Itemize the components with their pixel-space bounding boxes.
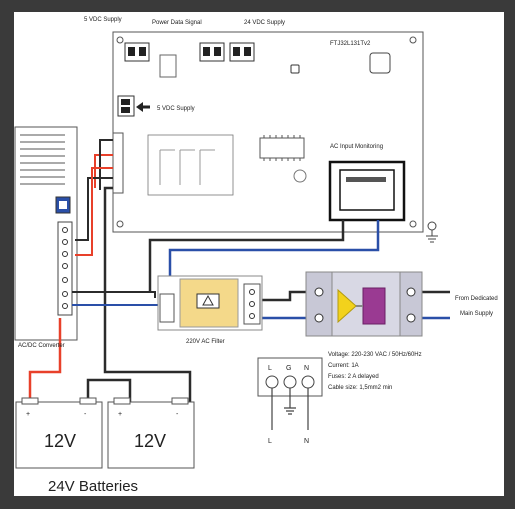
- spec-cable: Cable size: 1,5mm2 min: [328, 385, 392, 391]
- batteries: [15, 397, 195, 469]
- label-power-data-signal: Power Data Signal: [152, 20, 202, 26]
- bottom-l: L: [268, 438, 272, 445]
- plug-socket-icon: [257, 357, 323, 430]
- ac-filter: [157, 275, 263, 331]
- battery-left: [15, 401, 103, 469]
- battery-right-minus: -: [176, 411, 179, 418]
- label-24vdc-top: 24 VDC Supply: [244, 20, 285, 26]
- battery-left-voltage: 12V: [44, 431, 76, 451]
- battery-right-plus: +: [118, 411, 122, 418]
- battery-left-minus: -: [84, 411, 87, 418]
- label-main-supply: Main Supply: [460, 311, 493, 317]
- label-ac-dc-converter: AC/DC Converter: [18, 343, 65, 349]
- fuse-block: [305, 271, 423, 337]
- spec-voltage: Voltage: 220-230 VAC / 50Hz/60Hz: [328, 352, 422, 358]
- label-5vdc-top: 5 VDC Supply: [84, 17, 122, 23]
- battery-right-voltage: 12V: [134, 431, 166, 451]
- battery-left-plus: +: [26, 411, 30, 418]
- bottom-n: N: [304, 438, 309, 445]
- socket-n: N: [304, 365, 309, 372]
- label-from-dedicated: From Dedicated: [455, 296, 498, 302]
- spec-current: Current: 1A: [328, 363, 359, 369]
- label-ac-input-monitoring: AC Input Monitoring: [330, 144, 383, 150]
- batteries-title: 24V Batteries: [48, 478, 138, 495]
- board-id: FTJ32L131Tv2: [330, 41, 371, 47]
- battery-right: [107, 401, 195, 469]
- label-5vdc-side: 5 VDC Supply: [157, 106, 195, 112]
- wires: [28, 139, 450, 404]
- spec-fuses: Fuses: 2 A delayed: [328, 374, 379, 380]
- ground-icon: [426, 221, 438, 243]
- controller-board: [112, 31, 424, 233]
- socket-g: G: [286, 365, 291, 372]
- label-ac-filter: 220V AC Filter: [186, 339, 225, 345]
- ac-dc-converter: [14, 126, 78, 341]
- socket-l: L: [268, 365, 272, 372]
